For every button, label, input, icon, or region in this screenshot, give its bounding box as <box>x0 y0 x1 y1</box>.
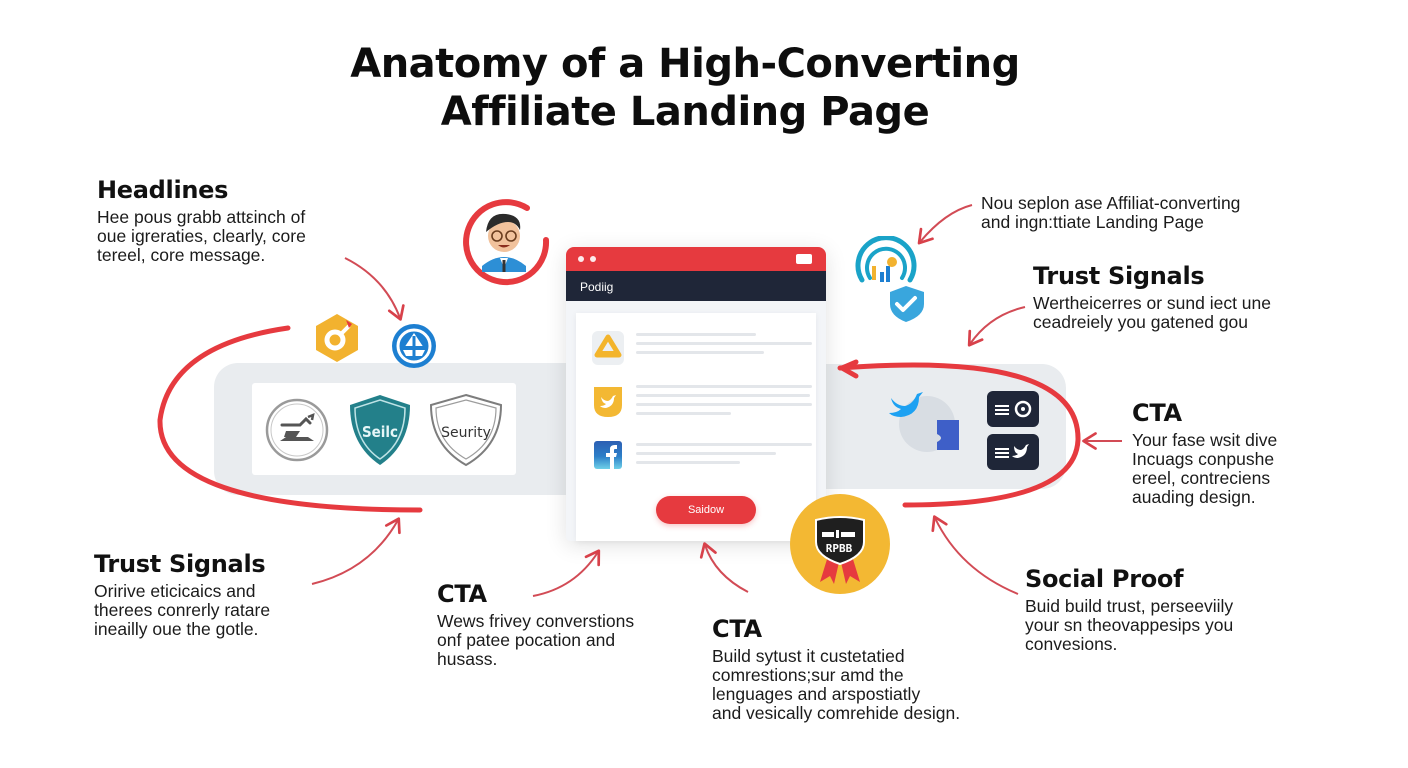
nav-title: Podiig <box>580 280 614 294</box>
arrow-cta-bottom-center <box>699 542 749 593</box>
text-placeholder-line <box>636 394 810 397</box>
social-card-twitter <box>987 434 1039 470</box>
page-title: Anatomy of a High-Converting Affiliate L… <box>0 40 1370 136</box>
text-placeholder-line <box>636 452 776 455</box>
landing-page-mockup: Podiig <box>566 247 826 541</box>
callout-heading: Social Proof <box>1025 565 1184 593</box>
cta-button[interactable]: Saidow <box>656 496 756 524</box>
arrow-trust-right <box>967 306 1026 347</box>
shield-outline-icon: Seurity <box>429 393 503 467</box>
callout-body: Oririve eticicaics and therees conrerly … <box>94 581 271 639</box>
social-share-cluster-icon <box>889 392 959 452</box>
page-content: Saidow <box>576 313 816 541</box>
callout-cta-bottom-center: CTA Build sytust it custetatied comresti… <box>712 615 1012 723</box>
callout-body: Buid build trust, perseeviily your sn th… <box>1025 596 1234 654</box>
callout-social-proof: Social Proof Buid build trust, perseevii… <box>1025 565 1295 654</box>
callout-heading: CTA <box>712 615 762 643</box>
facebook-icon <box>594 441 622 469</box>
callout-body: Build sytust it custetatied comrestions;… <box>712 646 961 723</box>
text-placeholder-line <box>636 403 812 406</box>
window-dot <box>578 256 584 262</box>
callout-trust-signals-left: Trust Signals Oririve eticicaics and the… <box>94 550 334 639</box>
analytics-shield-check-icon <box>855 236 924 322</box>
content-row <box>584 437 812 477</box>
callout-top-right-note: Nou seplon ase Affiliat-converting and i… <box>981 194 1301 232</box>
text-placeholder-line <box>636 342 812 345</box>
shield-badge-label: Seilc <box>362 423 398 441</box>
title-line-1: Anatomy of a High-Converting <box>350 41 1020 87</box>
callout-body: Hee pous grabb attεinch of oue igreratie… <box>97 207 306 265</box>
handshake-seal-icon <box>265 398 329 462</box>
content-row <box>584 381 812 421</box>
callout-cta-bottom-left: CTA Wews frivey converstions onf patee p… <box>437 580 677 669</box>
callout-headlines: Headlines Hee pous grabb attεinch of oue… <box>97 176 357 265</box>
text-placeholder-line <box>636 333 756 336</box>
browser-titlebar <box>566 247 826 271</box>
callout-body: Nou seplon ase Affiliat-converting and i… <box>981 193 1241 232</box>
shield-outline-label: Seurity <box>441 425 491 441</box>
arrow-social-proof <box>931 515 1019 595</box>
callout-cta-right: CTA Your fase wsit dive Incuags conpushe… <box>1132 399 1332 507</box>
arrow-headlines <box>344 257 405 321</box>
menu-lines-twitter-icon <box>995 444 1029 458</box>
social-card-instagram <box>987 391 1039 427</box>
menu-lines-instagram-icon <box>995 400 1032 418</box>
callout-heading: CTA <box>1132 399 1182 427</box>
twitter-shield-icon <box>594 387 622 417</box>
callout-heading: Headlines <box>97 176 229 204</box>
award-badge-label: RPBB <box>826 542 853 555</box>
shield-badge-icon: Seilc <box>350 395 410 465</box>
text-placeholder-line <box>636 351 764 354</box>
callout-heading: Trust Signals <box>1033 262 1205 290</box>
text-placeholder-line <box>636 461 740 464</box>
callout-body: Wertheicerres or sund iect une ceadreiel… <box>1033 293 1271 332</box>
award-badge-icon: RPBB <box>790 494 890 594</box>
title-line-2: Affiliate Landing Page <box>440 89 930 135</box>
text-placeholder-line <box>636 385 812 388</box>
avatar-user-icon <box>463 199 550 285</box>
hexagon-target-icon <box>316 314 358 362</box>
window-maximize-icon[interactable] <box>796 254 812 264</box>
text-placeholder-line <box>636 443 812 446</box>
trust-badges-panel: Seilc Seurity <box>252 383 516 475</box>
callout-heading: CTA <box>437 580 487 608</box>
callout-heading: Trust Signals <box>94 550 266 578</box>
google-ads-icon <box>592 331 624 365</box>
content-row <box>584 327 812 367</box>
text-placeholder-line <box>636 412 731 415</box>
callout-body: Your fase wsit dive Incuags conpushe ere… <box>1132 430 1278 507</box>
browser-navbar: Podiig <box>566 271 826 301</box>
callout-trust-signals-right: Trust Signals Wertheicerres or sund iect… <box>1033 262 1323 332</box>
callout-body: Wews frivey converstions onf patee pocat… <box>437 611 635 669</box>
blue-badge-icon <box>392 324 436 368</box>
window-dot <box>590 256 596 262</box>
